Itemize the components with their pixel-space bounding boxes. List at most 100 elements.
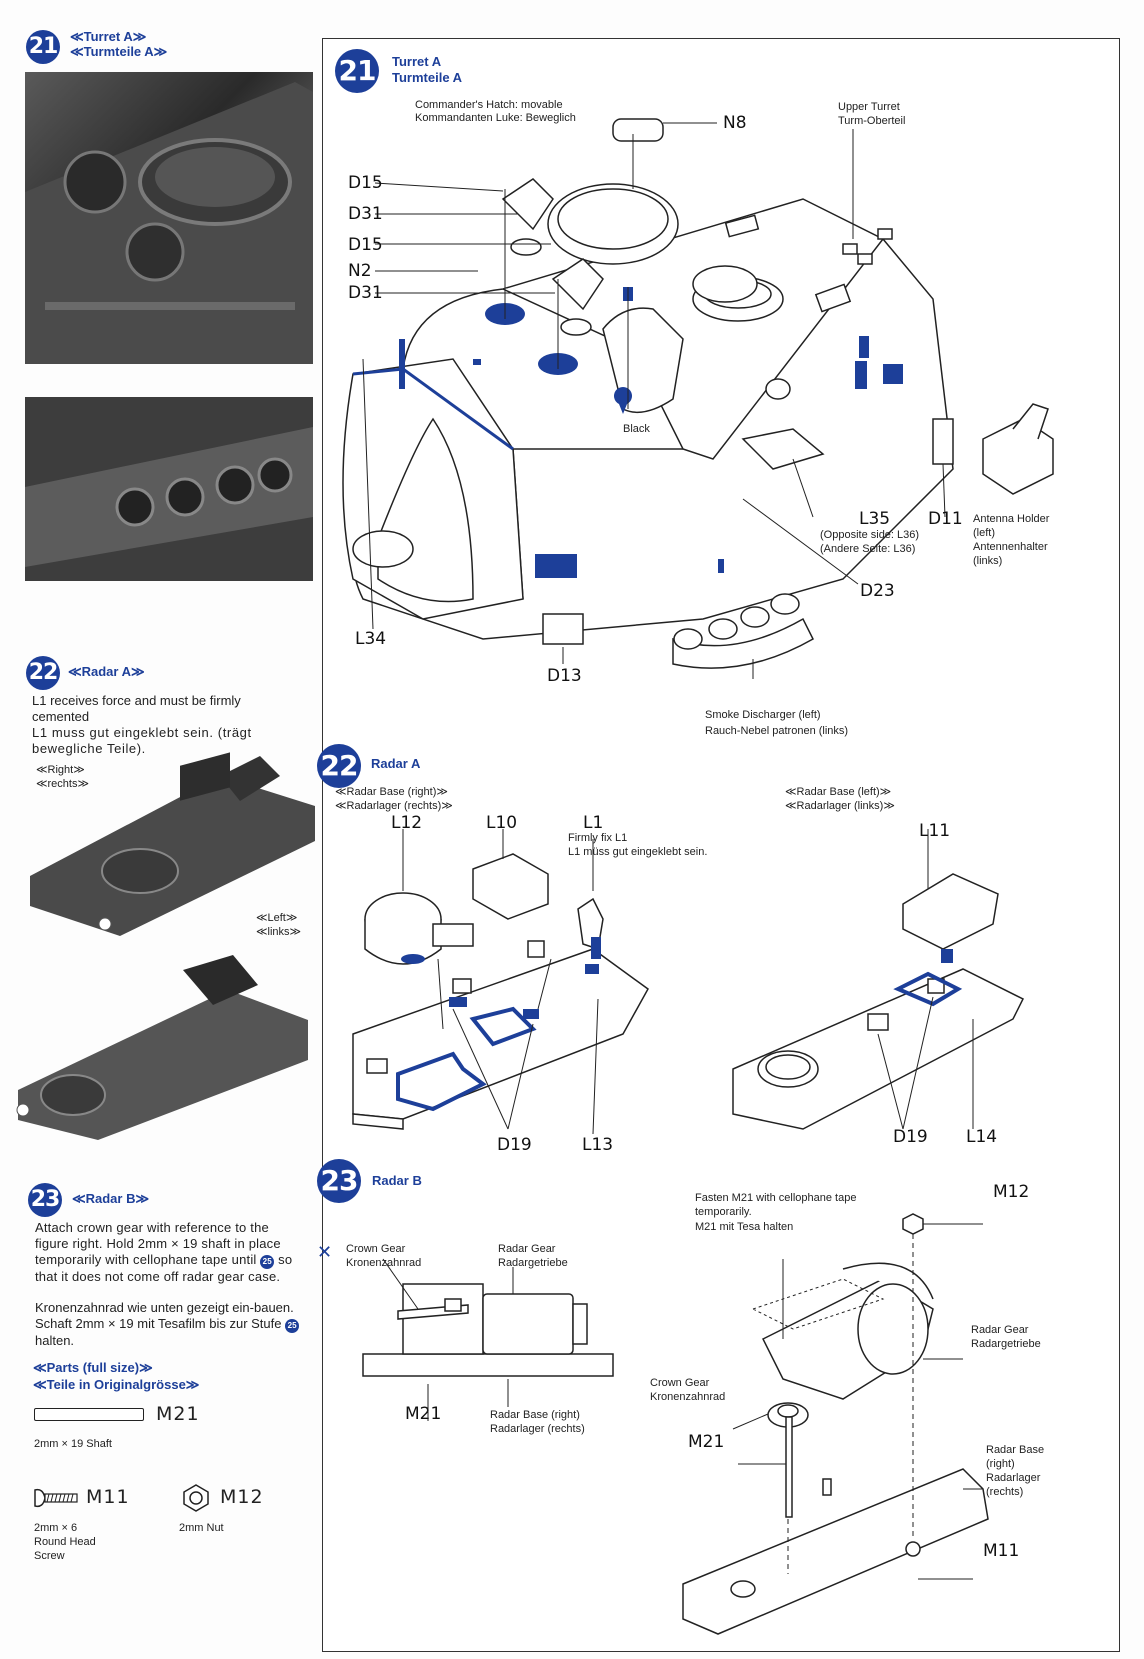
radar-base-left-de: ≪Radarlager (links)≫	[785, 800, 895, 812]
tape-note-en-1: Fasten M21 with cellophane tape	[695, 1192, 857, 1204]
antenna-holder-en-2: (left)	[973, 527, 995, 539]
panel-step-22-badge: 22	[317, 744, 361, 788]
radar-base-right-3-en-1: Radar Base	[986, 1444, 1045, 1456]
tape-note-en-2: temporarily.	[695, 1206, 752, 1218]
tape-note-de: M21 mit Tesa halten	[695, 1221, 794, 1233]
firmly-fix-en: Firmly fix L1	[568, 832, 628, 844]
radar-gear-de: Radargetriebe	[498, 1257, 568, 1269]
step-23-note-en: Attach crown gear with reference to the …	[35, 1220, 300, 1285]
step-21-title-de: ≪Turmteile A≫	[70, 44, 168, 59]
crown-gear-en: Crown Gear	[346, 1243, 406, 1255]
part-n8: N8	[723, 113, 747, 133]
crown-gear-de: Kronenzahnrad	[346, 1257, 422, 1269]
part-m21-b: M21	[688, 1432, 725, 1452]
m11-label: M11	[86, 1486, 130, 1508]
panel-step-21-badge: 21	[335, 49, 379, 93]
m12-nut-icon	[183, 1484, 209, 1512]
radar-gear-en: Radar Gear	[498, 1243, 556, 1255]
part-l34: L34	[355, 629, 387, 649]
black-paint-label: Black	[623, 423, 650, 435]
antenna-holder-en-1: Antenna Holder	[973, 513, 1050, 525]
step-22-note-en: L1 receives force and must be firmly cem…	[32, 693, 241, 724]
part-l11: L11	[919, 821, 951, 841]
radar-base-right-photo	[30, 746, 315, 936]
part-l13: L13	[582, 1135, 614, 1155]
antenna-holder-de-1: Antennenhalter	[973, 541, 1048, 553]
part-m21-a: M21	[405, 1404, 442, 1424]
part-d19-b: D19	[893, 1127, 928, 1147]
part-d31-a: D31	[348, 204, 383, 224]
part-d15-b: D15	[348, 235, 383, 255]
step-23-note-en-1: Attach crown gear with reference to the …	[35, 1220, 281, 1267]
step-22-title: ≪Radar A≫	[68, 664, 145, 679]
l35-opposite-en: (Opposite side: L36)	[820, 529, 920, 541]
m12-desc: 2mm Nut	[179, 1522, 224, 1534]
step-23-note-de: Kronenzahnrad wie unten gezeigt ein-baue…	[35, 1300, 300, 1349]
panel-step-21-title-en: Turret A	[392, 54, 442, 69]
turret-assembly-diagram	[342, 118, 1054, 679]
part-d15-a: D15	[348, 173, 383, 193]
smoke-discharger-photo	[25, 397, 313, 581]
step-22-badge: 22	[26, 656, 60, 690]
upper-turret-de: Turm-Oberteil	[838, 115, 906, 127]
radar-gear-2-en: Radar Gear	[971, 1324, 1029, 1336]
radar-base-right-en: ≪Radar Base (right)≫	[335, 786, 448, 798]
cross-mark-icon: ✕	[317, 1242, 333, 1262]
part-l12: L12	[391, 813, 423, 833]
antenna-holder-de-2: (links)	[973, 555, 1003, 567]
panel-step-23-badge: 23	[317, 1159, 361, 1203]
m11-screw-icon	[34, 1488, 78, 1508]
m11-desc-3: Screw	[34, 1550, 65, 1562]
radar-base-right-3-de-2: (rechts)	[986, 1486, 1024, 1498]
step-23-note-de-2: halten.	[35, 1333, 75, 1348]
part-d11: D11	[928, 509, 963, 529]
part-l14: L14	[966, 1127, 998, 1147]
instruction-panel: 21 Turret A Turmteile A	[317, 38, 1120, 1652]
step-ref-25-badge-de: 25	[285, 1319, 300, 1333]
part-d19-a: D19	[497, 1135, 532, 1155]
radar-base-left-photo	[8, 940, 308, 1140]
radar-base-left-en: ≪Radar Base (left)≫	[785, 786, 892, 798]
radar-a-diagram	[352, 829, 1025, 1135]
radar-base-right-de: ≪Radarlager (rechts)≫	[335, 800, 453, 812]
step-23-title: ≪Radar B≫	[72, 1191, 150, 1206]
part-n2: N2	[348, 261, 372, 281]
crown-gear-2-de: Kronenzahnrad	[650, 1391, 726, 1403]
hatch-label-en: Commander's Hatch: movable	[415, 99, 563, 111]
turret-hatch-photo	[25, 72, 313, 364]
left-label-de: ≪links≫	[256, 926, 302, 938]
radar-base-right-2-de: Radarlager (rechts)	[490, 1423, 585, 1435]
firmly-fix-de: L1 müss gut eingeklebt sein.	[568, 846, 708, 858]
radar-gear-2-de: Radargetriebe	[971, 1338, 1041, 1350]
step-ref-25-badge: 25	[260, 1255, 275, 1269]
radar-base-right-3-de-1: Radarlager	[986, 1472, 1041, 1484]
m21-shaft-drawing	[34, 1408, 144, 1421]
m21-desc: 2mm × 19 Shaft	[34, 1438, 112, 1450]
radar-base-right-2-en: Radar Base (right)	[490, 1409, 580, 1421]
panel-step-23-title: Radar B	[372, 1173, 422, 1188]
radar-b-diagram	[362, 1213, 989, 1635]
m11-desc-2: Round Head	[34, 1536, 96, 1548]
part-m12: M12	[993, 1182, 1030, 1202]
panel-step-22-title: Radar A	[371, 756, 421, 771]
left-label-en: ≪Left≫	[256, 912, 298, 924]
part-d13: D13	[547, 666, 582, 686]
step-21-title-en: ≪Turret A≫	[70, 29, 147, 44]
crown-gear-2-en: Crown Gear	[650, 1377, 710, 1389]
part-l35: L35	[859, 509, 891, 529]
part-d23: D23	[860, 581, 895, 601]
parts-full-size-en: ≪Parts (full size)≫	[33, 1360, 153, 1375]
upper-turret-en: Upper Turret	[838, 101, 900, 113]
step-23-note-en-2: so that it does not come off radar gear …	[35, 1252, 293, 1284]
hatch-label-de: Kommandanten Luke: Beweglich	[415, 112, 576, 124]
part-d31-b: D31	[348, 283, 383, 303]
smoke-discharger-de: Rauch-Nebel patronen (links)	[705, 725, 849, 737]
m21-label: M21	[156, 1403, 200, 1425]
radar-base-right-3-en-2: (right)	[986, 1458, 1015, 1470]
m12-label: M12	[220, 1486, 264, 1508]
right-label-en: ≪Right≫	[36, 764, 85, 776]
step-21-badge: 21	[26, 30, 60, 64]
part-l10: L10	[486, 813, 518, 833]
m11-desc-1: 2mm × 6	[34, 1522, 78, 1534]
part-l1: L1	[583, 813, 604, 833]
